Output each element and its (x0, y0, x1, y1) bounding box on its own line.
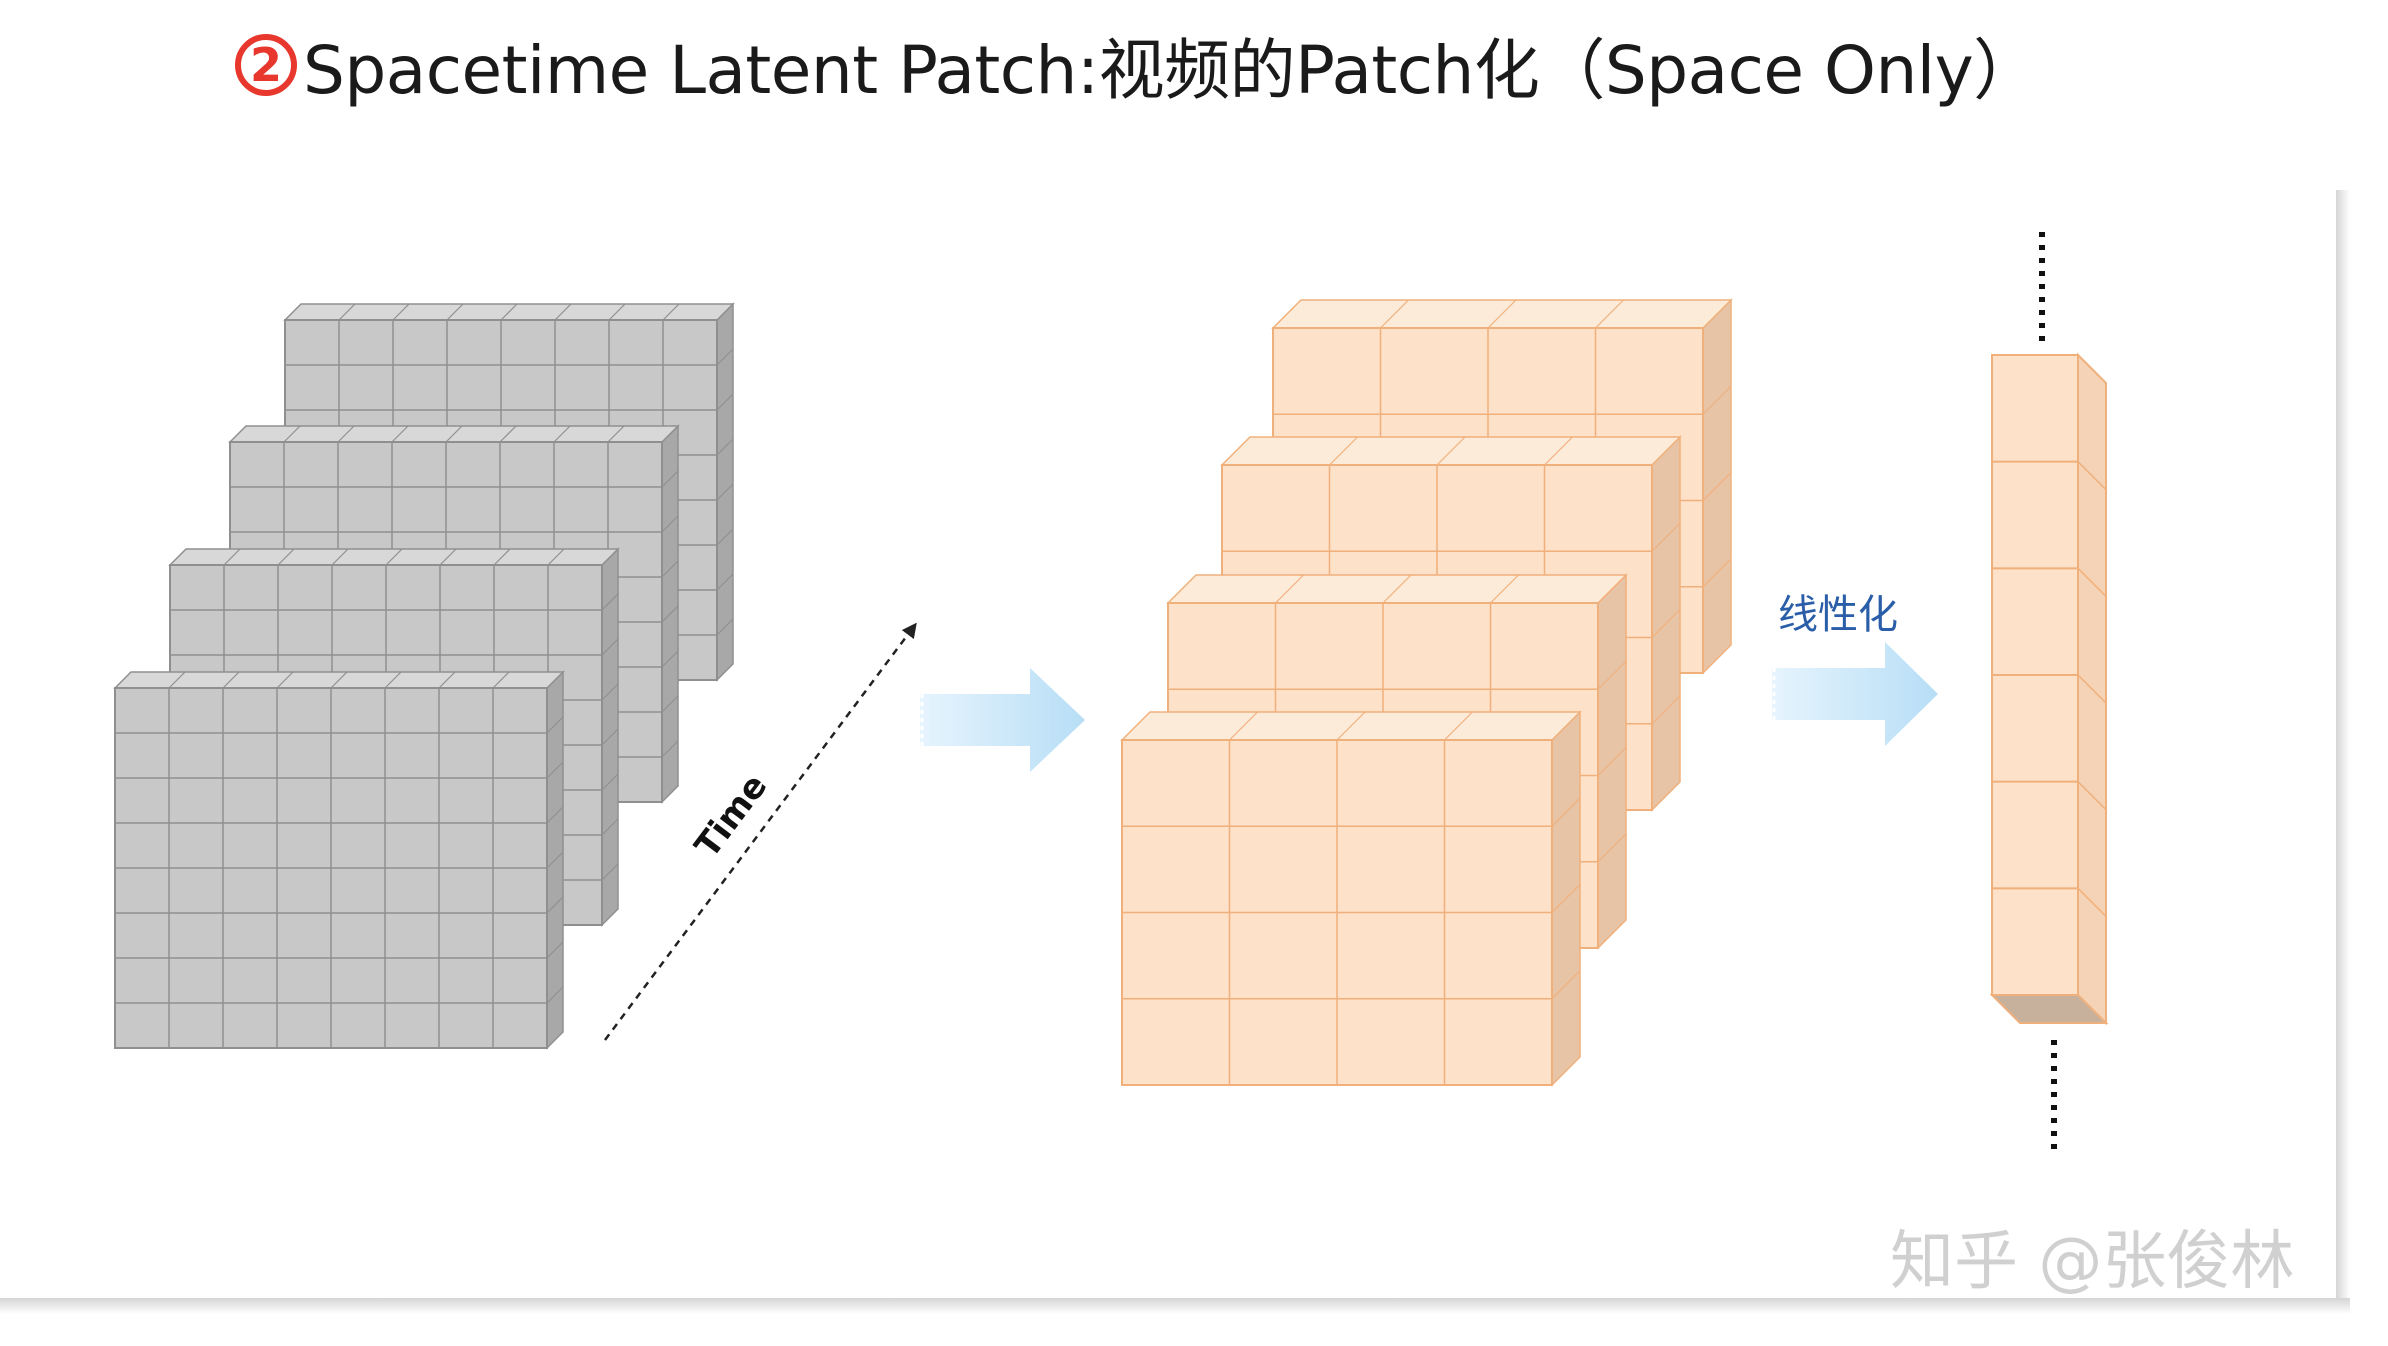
time-axis-line (603, 622, 917, 1041)
watermark-text: 知乎 @张俊林 (1890, 1225, 2295, 1299)
time-axis-label: Time (687, 767, 775, 866)
sequence-ellipsis (2039, 232, 2057, 1152)
step-number-badge: 2 (235, 34, 297, 96)
slide-title: 2 Spacetime Latent Patch:视频的Patch化（Space… (235, 10, 2039, 120)
token-sequence-column (1989, 352, 2109, 1026)
panel-shadow-bottom (0, 1298, 2350, 1314)
video-frames-stack (113, 302, 735, 1050)
linearize-step: 线性化 (1772, 592, 1938, 746)
patchify-arrow (920, 668, 1085, 772)
patchify-arrow-shape (920, 668, 1085, 772)
video-frame-4 (113, 670, 565, 1050)
panel-shadow-right (2336, 190, 2350, 1310)
patch-frame-4 (1120, 710, 1582, 1087)
linearize-arrow-shape (1772, 642, 1938, 746)
title-text: Spacetime Latent Patch:视频的Patch化（Space O… (303, 32, 2039, 109)
linearize-label: 线性化 (1778, 592, 1898, 638)
patch-frames-stack (1120, 298, 1733, 1087)
